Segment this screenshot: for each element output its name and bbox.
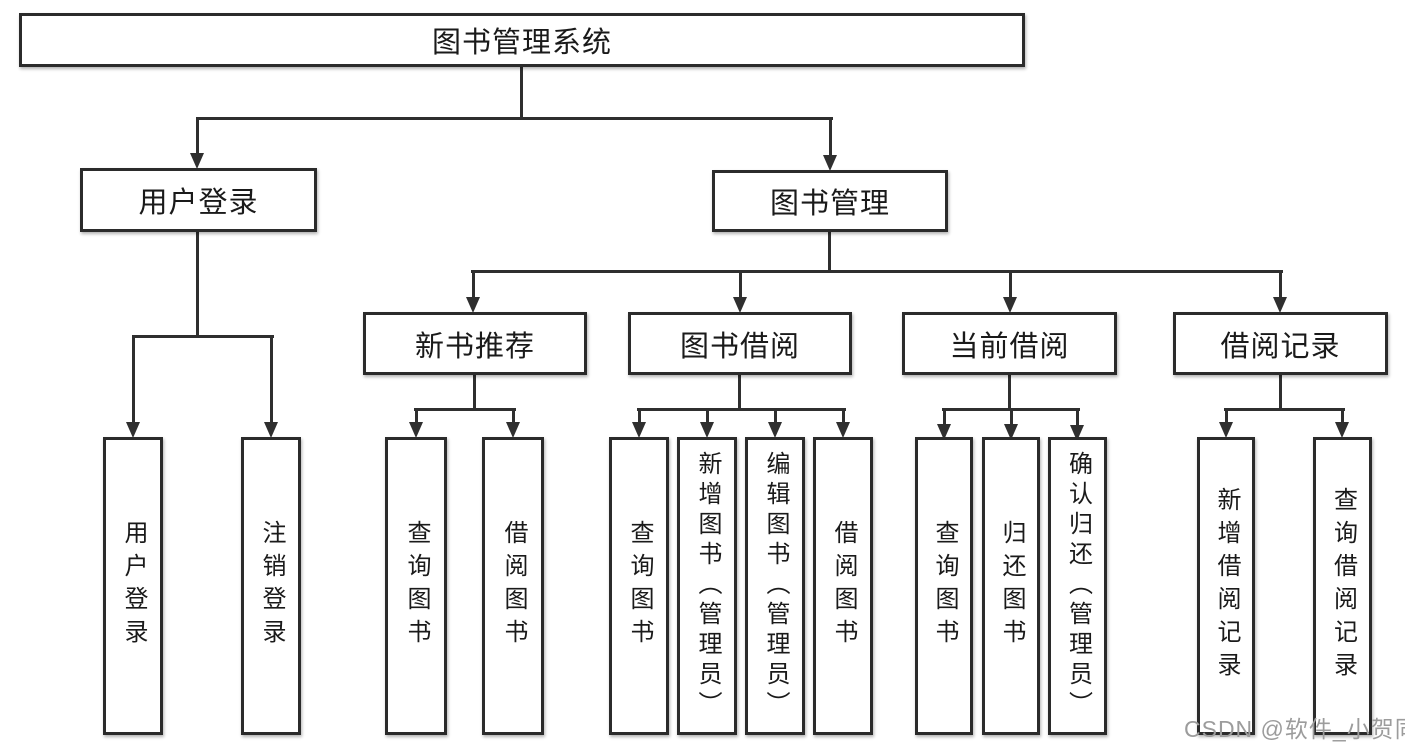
connector-line (1278, 270, 1282, 297)
node-user-login: 用户登录 (80, 168, 317, 232)
connector-line (828, 232, 831, 273)
node-current-borrowing: 当前借阅 (902, 312, 1117, 375)
node-new-book-recommend: 新书推荐 (363, 312, 587, 375)
node-book-management: 图书管理 (712, 170, 948, 232)
node-label: 注销登录 (258, 520, 285, 652)
node-leaf-add-books-admin: 新增图书（管理员） (677, 437, 737, 735)
node-leaf-edit-books-admin: 编辑图书（管理员） (745, 437, 805, 735)
node-book-borrowing: 图书借阅 (628, 312, 852, 375)
connector-line (414, 408, 516, 411)
arrow-down-icon (1273, 297, 1287, 313)
node-label: 新书推荐 (414, 330, 535, 363)
connector-line (473, 375, 476, 411)
node-leaf-query-books-borrowing: 查询图书 (609, 437, 669, 735)
connector-line (471, 270, 475, 297)
connector-line (1075, 408, 1079, 425)
arrow-down-icon (836, 422, 850, 438)
node-label: 归还图书 (998, 520, 1025, 652)
node-leaf-logout: 注销登录 (241, 437, 301, 735)
connector-line (828, 117, 832, 155)
arrow-down-icon (190, 153, 204, 169)
node-label: 用户登录 (138, 187, 259, 219)
arrow-down-icon (1003, 297, 1017, 313)
connector-line (773, 408, 777, 422)
node-label: 借阅图书 (500, 520, 527, 652)
node-borrowing-records: 借阅记录 (1173, 312, 1388, 375)
connector-line (705, 408, 709, 422)
node-label: 图书借阅 (679, 330, 800, 363)
node-label: 查询图书 (403, 520, 430, 652)
node-label: 借阅记录 (1220, 330, 1341, 363)
connector-line (637, 408, 641, 422)
node-label: 编辑图书（管理员） (762, 451, 789, 721)
arrow-down-icon (1219, 422, 1233, 438)
arrow-down-icon (466, 297, 480, 313)
connector-line (414, 408, 418, 422)
connector-line (1008, 375, 1011, 411)
connector-line (131, 335, 135, 422)
node-label: 图书管理 (769, 188, 890, 220)
connector-line (1224, 408, 1228, 422)
connector-line (511, 408, 515, 422)
node-library-management-system: 图书管理系统 (19, 13, 1025, 67)
node-label: 当前借阅 (949, 330, 1070, 363)
connector-line (1009, 408, 1013, 424)
node-label: 查询图书 (626, 520, 653, 652)
arrow-down-icon (823, 155, 837, 171)
node-leaf-query-books-recommend: 查询图书 (385, 437, 447, 735)
arrow-down-icon (632, 422, 646, 438)
arrow-down-icon (264, 422, 278, 438)
connector-line (132, 335, 274, 338)
arrow-down-icon (126, 422, 140, 438)
connector-line (738, 270, 742, 297)
node-label: 新增借阅记录 (1213, 487, 1240, 685)
node-leaf-return-books: 归还图书 (982, 437, 1040, 735)
connector-line (1224, 408, 1345, 411)
node-label: 确认归还（管理员） (1064, 451, 1092, 721)
node-leaf-confirm-return-admin: 确认归还（管理员） (1048, 437, 1107, 735)
arrow-down-icon (768, 422, 782, 438)
node-leaf-borrow-books-borrowing: 借阅图书 (813, 437, 873, 735)
connector-line (942, 408, 946, 424)
node-leaf-query-books-current: 查询图书 (915, 437, 973, 735)
node-leaf-borrow-books-recommend: 借阅图书 (482, 437, 544, 735)
csdn-watermark: CSDN @软件_小贺同学 (1184, 716, 1405, 742)
connector-line (195, 117, 199, 153)
arrow-down-icon (700, 422, 714, 438)
node-leaf-add-borrow-record: 新增借阅记录 (1197, 437, 1255, 735)
connector-line (520, 67, 523, 120)
arrow-down-icon (937, 424, 951, 440)
arrow-down-icon (506, 422, 520, 438)
node-label: 图书管理系统 (431, 27, 612, 59)
node-leaf-query-borrow-record: 查询借阅记录 (1313, 437, 1372, 735)
connector-line (1008, 270, 1012, 297)
node-label: 用户登录 (120, 520, 147, 652)
connector-line (196, 117, 833, 120)
connector-line (1279, 375, 1282, 411)
connector-line (1340, 408, 1344, 422)
node-leaf-user-login: 用户登录 (103, 437, 163, 735)
node-label: 借阅图书 (830, 520, 857, 652)
connector-line (196, 232, 199, 338)
connector-line (471, 270, 1283, 273)
arrow-down-icon (733, 297, 747, 313)
node-label: 查询图书 (931, 520, 958, 652)
node-label: 新增图书（管理员） (694, 451, 721, 721)
arrow-down-icon (409, 422, 423, 438)
connector-line (637, 408, 846, 411)
connector-line (841, 408, 845, 422)
node-label: 查询借阅记录 (1329, 487, 1357, 685)
arrow-down-icon (1335, 422, 1349, 438)
connector-line (269, 335, 273, 422)
connector-line (738, 375, 741, 411)
arrow-down-icon (1004, 424, 1018, 440)
